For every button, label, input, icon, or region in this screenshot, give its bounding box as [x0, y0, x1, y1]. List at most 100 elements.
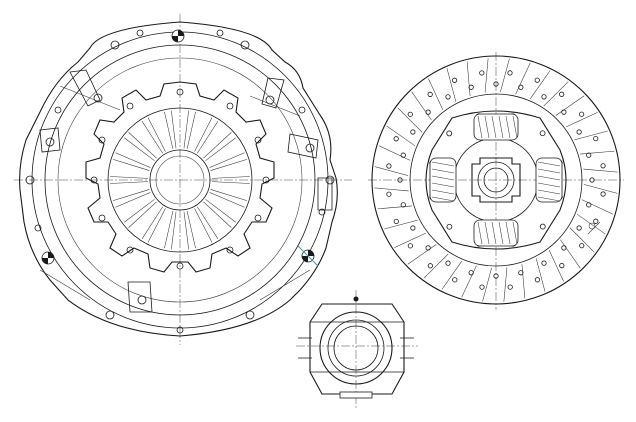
alignment-markers: [41, 29, 319, 267]
disc-rivet: [518, 270, 524, 276]
friction-segment-line: [581, 199, 614, 215]
spring-finger: [113, 152, 151, 171]
bolt-hole: [34, 224, 42, 232]
diaphragm-spring-outline: [85, 81, 275, 273]
spring-finger: [124, 132, 157, 161]
friction-segment-line: [580, 150, 615, 155]
disc-rivet: [507, 284, 513, 290]
friction-lining-outer: [371, 55, 621, 305]
damper-spring-right: [535, 157, 563, 203]
spring-finger: [113, 189, 151, 208]
disc-rivet: [425, 109, 431, 115]
bolt-hole: [245, 310, 255, 320]
disc-rivet: [507, 70, 513, 76]
bolt-hole: [240, 40, 250, 50]
disc-rivet: [397, 177, 403, 183]
disc-rivet: [445, 94, 451, 100]
disc-rivet: [593, 218, 599, 224]
strap-brackets: [39, 69, 333, 313]
spring-finger: [194, 206, 219, 243]
disc-rivet: [400, 152, 406, 158]
hub-bore-outer: [477, 161, 515, 199]
friction-segment-line: [529, 70, 551, 100]
hub-rivet: [539, 130, 546, 137]
disc-rivet: [559, 263, 565, 269]
disc-rivet: [445, 260, 451, 266]
spring-finger: [124, 199, 157, 228]
disc-rivet: [586, 152, 592, 158]
hub-bore-inner: [483, 167, 509, 193]
spring-finger-ring-inner: [149, 149, 211, 211]
disc-rivet: [427, 91, 433, 97]
disc-rivet: [561, 109, 567, 115]
disc-rivet: [410, 129, 416, 135]
strap-bracket: [261, 77, 285, 109]
bearing-race-outer: [319, 311, 393, 385]
friction-segment-line: [423, 253, 449, 279]
disc-rivet: [479, 284, 485, 290]
bolt-hole: [25, 175, 35, 185]
friction-segment-line: [515, 62, 531, 95]
disc-rivet: [479, 70, 485, 76]
pressure-ring: [57, 57, 303, 303]
friction-segment-line: [569, 227, 595, 253]
strap-bracket: [127, 281, 153, 313]
disc-rivet: [425, 245, 431, 251]
friction-segment-line: [484, 58, 489, 93]
disc-rivet: [451, 77, 458, 83]
disc-rivet: [386, 191, 392, 197]
disc-rivet: [586, 202, 592, 208]
disc-rivet: [534, 77, 540, 83]
disc-rivet: [493, 273, 499, 279]
bolt-hole: [325, 175, 335, 185]
bolt-hole: [318, 208, 326, 216]
spring-finger: [164, 211, 177, 250]
disc-rivet: [576, 129, 582, 135]
spring-finger-ring-outer: [107, 107, 253, 253]
hub-plate-outline: [425, 110, 567, 250]
disc-rivet: [561, 245, 567, 251]
friction-segment-line: [543, 81, 569, 107]
friction-segment-line: [377, 205, 412, 210]
friction-segment-line: [386, 125, 416, 147]
spring-fingers: [110, 110, 250, 250]
disc-rivet: [468, 270, 474, 276]
disc-rivet: [534, 277, 541, 283]
disc-rivet: [468, 84, 474, 90]
friction-segment-line: [461, 265, 477, 298]
friction-segment-line: [521, 264, 526, 299]
disc-rivet: [579, 111, 585, 117]
disc-rivet: [410, 225, 416, 231]
damper-springs: [429, 113, 563, 247]
bolt-hole: [105, 310, 115, 320]
spring-finger: [141, 117, 166, 154]
disc-rivet: [386, 163, 392, 169]
disc-rivet: [407, 243, 413, 249]
clutch-disc: [368, 52, 624, 310]
flange-bolt-holes: [25, 29, 335, 334]
friction-segment-line: [555, 95, 585, 116]
bearing-bore: [333, 325, 379, 371]
friction-segment-line: [374, 187, 409, 192]
bolt-hole: [110, 40, 120, 50]
spring-finger: [211, 176, 250, 184]
friction-segment-line: [407, 244, 437, 265]
spring-finger: [110, 176, 149, 184]
disc-rivet: [393, 136, 399, 142]
cover-flange-outline: [19, 21, 338, 337]
friction-segment-line: [374, 166, 409, 176]
bolt-hole: [136, 29, 144, 37]
friction-segment-line: [548, 250, 564, 282]
clutch-pressure-plate: [14, 14, 352, 345]
cover-ring-inner: [44, 44, 316, 316]
damper-spring-left: [429, 157, 457, 203]
friction-segment-line: [411, 91, 432, 121]
disc-rivet: [593, 135, 599, 142]
bolt-hole: [176, 326, 184, 334]
friction-segment-line: [576, 213, 606, 235]
friction-segment-line: [397, 107, 423, 133]
disc-rivet: [589, 177, 595, 183]
bolt-hole: [298, 106, 306, 114]
